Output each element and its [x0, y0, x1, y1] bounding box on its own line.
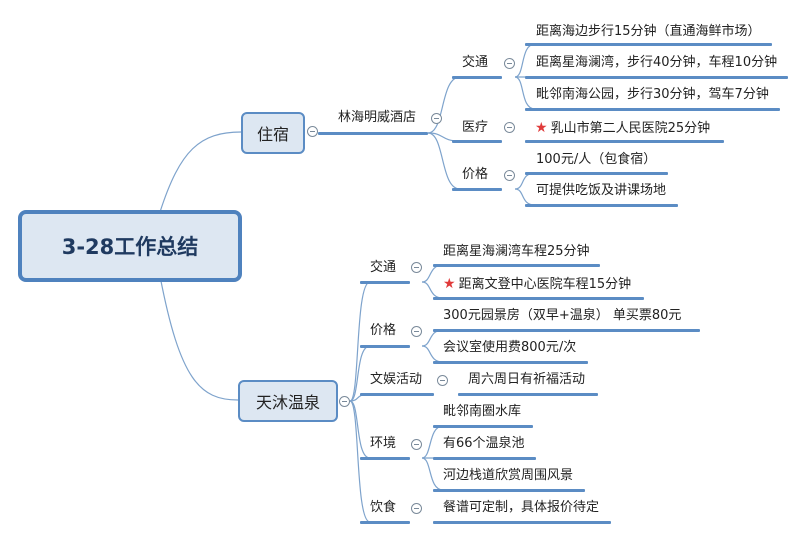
collapse-icon[interactable] [411, 326, 422, 337]
underline [433, 489, 585, 492]
subtopic-price[interactable]: 价格 [370, 323, 397, 338]
leaf[interactable]: 100元/人（包食宿） [536, 152, 657, 167]
underline [525, 43, 772, 46]
subtopic-entertainment[interactable]: 文娱活动 [370, 372, 423, 387]
collapse-icon[interactable] [431, 113, 442, 124]
leaf[interactable]: 可提供吃饭及讲课场地 [536, 183, 667, 198]
leaf[interactable]: 会议室使用费800元/次 [443, 340, 577, 355]
underline [433, 329, 700, 332]
collapse-icon[interactable] [411, 262, 422, 273]
topic-lodging[interactable]: 住宿 [241, 112, 305, 154]
collapse-icon[interactable] [437, 375, 448, 386]
underline [458, 393, 598, 396]
leaf-text: 距离文登中心医院车程15分钟 [458, 277, 632, 292]
underline [360, 281, 410, 284]
topic-hot-spring[interactable]: 天沐温泉 [238, 380, 338, 422]
leaf[interactable]: 300元园景房（双早+温泉） 单买票80元 [443, 308, 682, 323]
leaf[interactable]: ★距离文登中心医院车程15分钟 [443, 276, 631, 293]
underline [525, 140, 724, 143]
underline [452, 140, 502, 143]
underline [360, 393, 434, 396]
star-icon: ★ [535, 120, 548, 136]
leaf[interactable]: 毗邻南海公园，步行30分钟，驾车7分钟 [536, 87, 769, 102]
underline [433, 457, 536, 460]
underline [433, 425, 533, 428]
subtopic-environment[interactable]: 环境 [370, 436, 397, 451]
collapse-icon[interactable] [504, 170, 515, 181]
leaf[interactable]: 毗邻南圈水库 [443, 404, 522, 419]
underline [433, 521, 611, 524]
subtopic-transport[interactable]: 交通 [462, 55, 489, 70]
underline [318, 132, 428, 135]
collapse-icon[interactable] [504, 58, 515, 69]
collapse-icon[interactable] [504, 122, 515, 133]
root-topic[interactable]: 3-28工作总结 [18, 210, 242, 282]
leaf[interactable]: 距离星海澜湾车程25分钟 [443, 244, 590, 259]
hotel-name[interactable]: 林海明威酒店 [338, 110, 417, 125]
subtopic-medical[interactable]: 医疗 [462, 120, 489, 135]
underline [452, 76, 502, 79]
underline [433, 297, 644, 300]
underline [433, 361, 588, 364]
leaf[interactable]: 距离星海澜湾，步行40分钟，车程10分钟 [536, 55, 778, 70]
collapse-icon[interactable] [411, 503, 422, 514]
collapse-icon[interactable] [411, 439, 422, 450]
leaf[interactable]: ★乳山市第二人民医院25分钟 [535, 120, 710, 137]
leaf[interactable]: 河边栈道欣赏周围风景 [443, 468, 574, 483]
star-icon: ★ [443, 276, 456, 292]
leaf[interactable]: 周六周日有祈福活动 [468, 372, 586, 387]
collapse-icon[interactable] [339, 396, 350, 407]
subtopic-transport[interactable]: 交通 [370, 260, 397, 275]
underline [525, 108, 780, 111]
collapse-icon[interactable] [307, 126, 318, 137]
underline [433, 264, 600, 267]
underline [360, 345, 410, 348]
subtopic-price[interactable]: 价格 [462, 167, 489, 182]
underline [525, 76, 788, 79]
underline [452, 188, 502, 191]
underline [525, 204, 678, 207]
underline [525, 172, 668, 175]
underline [360, 521, 410, 524]
subtopic-food[interactable]: 饮食 [370, 500, 397, 515]
leaf[interactable]: 距离海边步行15分钟（直通海鲜市场） [536, 24, 761, 39]
leaf[interactable]: 餐谱可定制，具体报价待定 [443, 500, 600, 515]
underline [360, 457, 410, 460]
leaf[interactable]: 有66个温泉池 [443, 436, 525, 451]
leaf-text: 乳山市第二人民医院25分钟 [550, 121, 711, 136]
